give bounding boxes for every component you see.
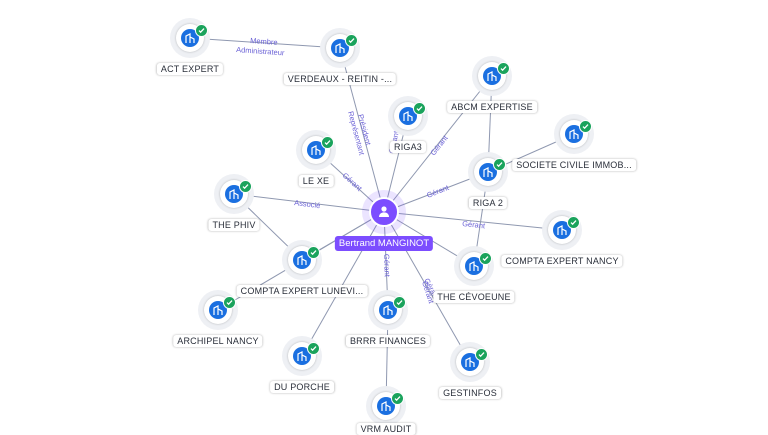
check-icon bbox=[493, 158, 506, 171]
building-icon bbox=[553, 221, 571, 239]
edge-label-associe: Associé bbox=[294, 198, 321, 210]
edge-thephiv bbox=[233, 193, 385, 213]
node-label: LE XE bbox=[298, 175, 334, 187]
edge-label-gerant-abcm: Gérant bbox=[428, 133, 450, 157]
check-icon bbox=[413, 102, 426, 115]
edge-label-gerant-brrr: Gérant bbox=[382, 254, 392, 278]
edge-label-gerant-nancy: Gérant bbox=[462, 219, 487, 230]
node-label: DU PORCHE bbox=[270, 381, 334, 393]
building-icon bbox=[209, 301, 227, 319]
node-label: VRM AUDIT bbox=[356, 423, 416, 435]
check-icon bbox=[475, 348, 488, 361]
check-icon bbox=[393, 296, 406, 309]
building-icon bbox=[479, 163, 497, 181]
building-icon bbox=[307, 141, 325, 159]
check-icon bbox=[321, 136, 334, 149]
building-icon bbox=[565, 125, 583, 143]
building-icon bbox=[293, 251, 311, 269]
check-icon bbox=[391, 392, 404, 405]
person-icon bbox=[369, 197, 399, 227]
node-label: GESTINFOS bbox=[439, 387, 501, 399]
check-icon bbox=[345, 34, 358, 47]
building-icon bbox=[293, 347, 311, 365]
node-label: BRRR FINANCES bbox=[345, 335, 431, 347]
edge-label-gerant-riga2: Gérant bbox=[425, 183, 450, 200]
node-label: THE CÉVOEUNE bbox=[433, 291, 515, 303]
building-icon bbox=[483, 67, 501, 85]
edge-act-verdeaux bbox=[189, 37, 341, 49]
edge-compta-nancy bbox=[383, 211, 563, 231]
node-label: RIGA3 bbox=[389, 141, 427, 153]
check-icon bbox=[307, 246, 320, 259]
node-label: RIGA 2 bbox=[468, 197, 508, 209]
node-label: SOCIETE CIVILE IMMOB... bbox=[512, 159, 636, 171]
node-label: THE PHIV bbox=[208, 219, 260, 231]
check-icon bbox=[223, 296, 236, 309]
node-label: VERDEAUX - REITIN -... bbox=[283, 73, 397, 85]
edge-label-administrateur: Administrateur bbox=[236, 45, 285, 57]
building-icon bbox=[465, 257, 483, 275]
check-icon bbox=[239, 180, 252, 193]
edge-abcm bbox=[383, 75, 493, 213]
node-label: COMPTA EXPERT NANCY bbox=[501, 255, 623, 267]
building-icon bbox=[181, 29, 199, 47]
building-icon bbox=[331, 39, 349, 57]
check-icon bbox=[479, 252, 492, 265]
edge-label-gerant-lexe: Gérant bbox=[341, 171, 365, 194]
edge-label-membre: Membre bbox=[250, 36, 278, 47]
node-label: ARCHIPEL NANCY bbox=[173, 335, 263, 347]
building-icon bbox=[377, 397, 395, 415]
building-icon bbox=[225, 185, 243, 203]
check-icon bbox=[307, 342, 320, 355]
building-icon bbox=[461, 353, 479, 371]
check-icon bbox=[195, 24, 208, 37]
person-label: Bertrand MANGINOT bbox=[334, 236, 434, 251]
node-label: COMPTA EXPERT LUNEVI... bbox=[236, 285, 368, 297]
building-icon bbox=[399, 107, 417, 125]
node-label: ACT EXPERT bbox=[156, 63, 224, 75]
building-icon bbox=[379, 301, 397, 319]
node-label: ABCM EXPERTISE bbox=[447, 101, 537, 113]
check-icon bbox=[567, 216, 580, 229]
check-icon bbox=[579, 120, 592, 133]
check-icon bbox=[497, 62, 510, 75]
